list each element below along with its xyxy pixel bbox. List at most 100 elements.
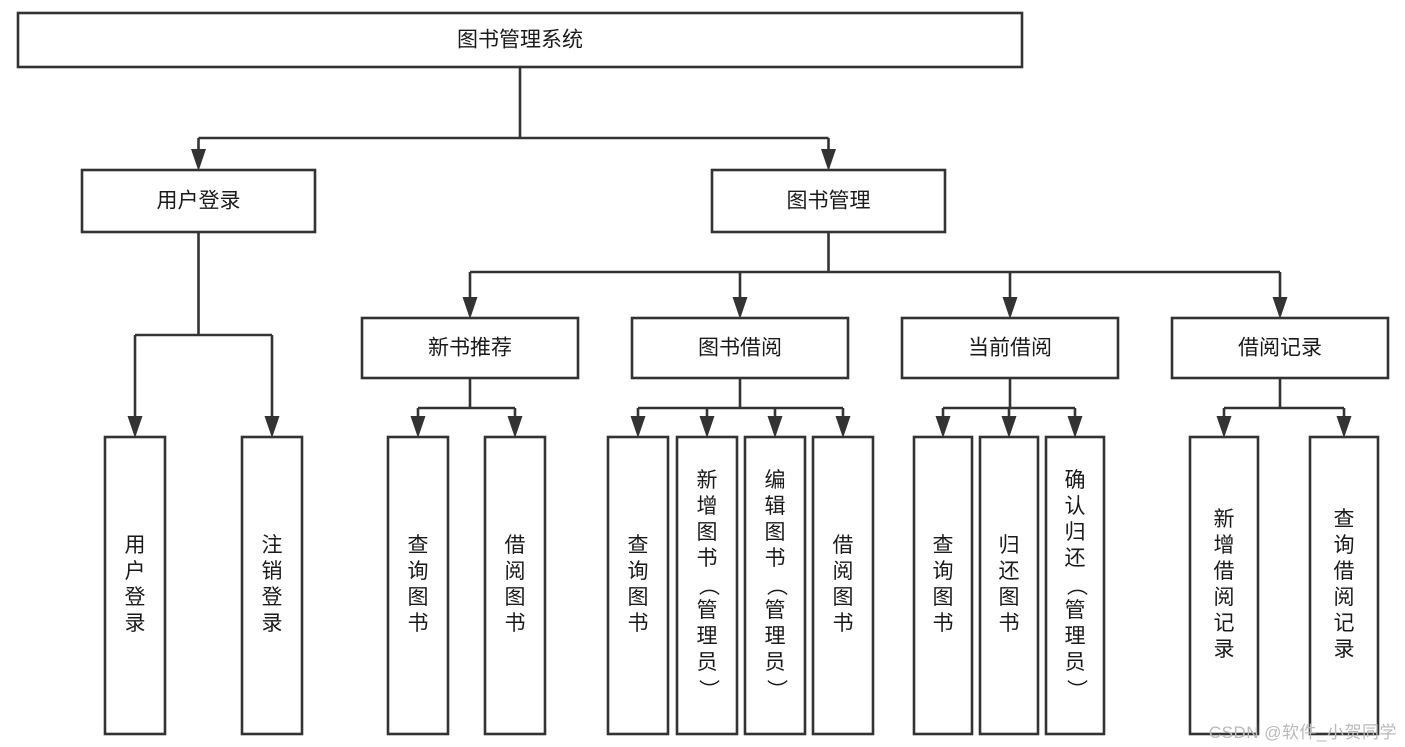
node-label-char: 阅 xyxy=(833,560,854,583)
node-label-char: 查 xyxy=(408,534,429,557)
node-label-char: 询 xyxy=(408,560,429,583)
node-leaf-user-login[interactable]: 用户登录 xyxy=(103,435,167,736)
nodes-layer: 图书管理系统用户登录图书管理新书推荐图书借阅当前借阅借阅记录用户登录注销登录查询… xyxy=(16,11,1390,736)
node-label: 图书管理 xyxy=(787,190,871,213)
arrow-head-icon xyxy=(507,416,523,438)
node-label-char: 管 xyxy=(765,599,786,622)
node-box xyxy=(360,316,580,380)
node-label-char: 记 xyxy=(1334,612,1355,635)
node-label-char: 图 xyxy=(408,586,429,609)
node-box xyxy=(80,168,317,234)
node-label-char: 登 xyxy=(125,586,146,609)
node-label-char: （ xyxy=(764,575,787,596)
node-box xyxy=(900,316,1120,380)
node-label-char: 借 xyxy=(505,534,526,557)
node-box xyxy=(483,435,547,736)
edges-layer xyxy=(127,67,1352,438)
arrow-head-icon xyxy=(835,416,851,438)
node-label-char: 借 xyxy=(1334,560,1355,583)
arrow-head-icon xyxy=(1001,416,1017,438)
node-label-char: 新 xyxy=(697,469,718,492)
node-label-char: 书 xyxy=(999,612,1020,635)
node-label-char: 员 xyxy=(765,651,786,674)
node-label-char: 书 xyxy=(408,612,429,635)
arrow-head-icon xyxy=(935,416,951,438)
arrow-head-icon xyxy=(410,416,426,438)
node-box xyxy=(386,435,450,736)
node-label-char: 阅 xyxy=(1334,586,1355,609)
node-label-char: 录 xyxy=(1214,638,1235,661)
node-label-char: 阅 xyxy=(505,560,526,583)
node-current-borrow[interactable]: 当前借阅 xyxy=(900,316,1120,380)
arrow-head-icon xyxy=(732,297,748,319)
node-box xyxy=(743,435,807,736)
node-label-char: ） xyxy=(1064,679,1087,700)
node-box xyxy=(1044,435,1106,736)
node-label-char: （ xyxy=(1064,575,1087,596)
node-label-char: 增 xyxy=(1214,534,1235,557)
node-label-char: 书 xyxy=(933,612,954,635)
node-label-char: 还 xyxy=(999,560,1020,583)
node-label-char: 询 xyxy=(1334,534,1355,557)
node-label-char: 理 xyxy=(697,625,718,648)
node-book-manage[interactable]: 图书管理 xyxy=(710,168,947,234)
node-label-char: 录 xyxy=(262,612,283,635)
node-book-borrow[interactable]: 图书借阅 xyxy=(630,316,850,380)
node-label-char: 书 xyxy=(765,547,786,570)
arrow-head-icon xyxy=(767,416,783,438)
node-label-char: 管 xyxy=(697,599,718,622)
node-box xyxy=(675,435,739,736)
node-user-login[interactable]: 用户登录 xyxy=(80,168,317,234)
node-label-char: （ xyxy=(696,575,719,596)
node-new-book-rec[interactable]: 新书推荐 xyxy=(360,316,580,380)
node-label-char: 用 xyxy=(125,534,146,557)
node-box xyxy=(1188,435,1260,736)
node-label-char: 认 xyxy=(1065,495,1086,518)
node-label-char: 图 xyxy=(628,586,649,609)
node-borrow-record[interactable]: 借阅记录 xyxy=(1170,316,1390,380)
node-label-char: 记 xyxy=(1214,612,1235,635)
arrow-head-icon xyxy=(1067,416,1083,438)
node-label-char: 员 xyxy=(697,651,718,674)
node-root[interactable]: 图书管理系统 xyxy=(16,11,1024,69)
node-label-char: 录 xyxy=(1334,638,1355,661)
arrow-head-icon xyxy=(1216,416,1232,438)
node-label-char: 图 xyxy=(765,521,786,544)
node-box xyxy=(630,316,850,380)
node-label-char: 查 xyxy=(628,534,649,557)
node-box xyxy=(1170,316,1390,380)
node-label-char: 书 xyxy=(833,612,854,635)
node-label-char: 借 xyxy=(1214,560,1235,583)
node-label-char: 图 xyxy=(999,586,1020,609)
node-box xyxy=(240,435,304,736)
node-label: 用户登录 xyxy=(157,190,241,213)
node-label-char: 归 xyxy=(999,534,1020,557)
node-label-char: 确 xyxy=(1065,469,1086,492)
node-label-char: 编 xyxy=(765,469,786,492)
arrow-head-icon xyxy=(630,416,646,438)
node-label-char: 归 xyxy=(1065,521,1086,544)
node-label-char: 管 xyxy=(1065,599,1086,622)
node-box xyxy=(16,11,1024,69)
node-label-char: 书 xyxy=(697,547,718,570)
node-label-char: 图 xyxy=(697,521,718,544)
node-label-char: 员 xyxy=(1065,651,1086,674)
node-label-char: 借 xyxy=(833,534,854,557)
node-box xyxy=(811,435,875,736)
node-box xyxy=(103,435,167,736)
arrow-head-icon xyxy=(821,149,836,171)
node-label-char: 增 xyxy=(697,495,718,518)
